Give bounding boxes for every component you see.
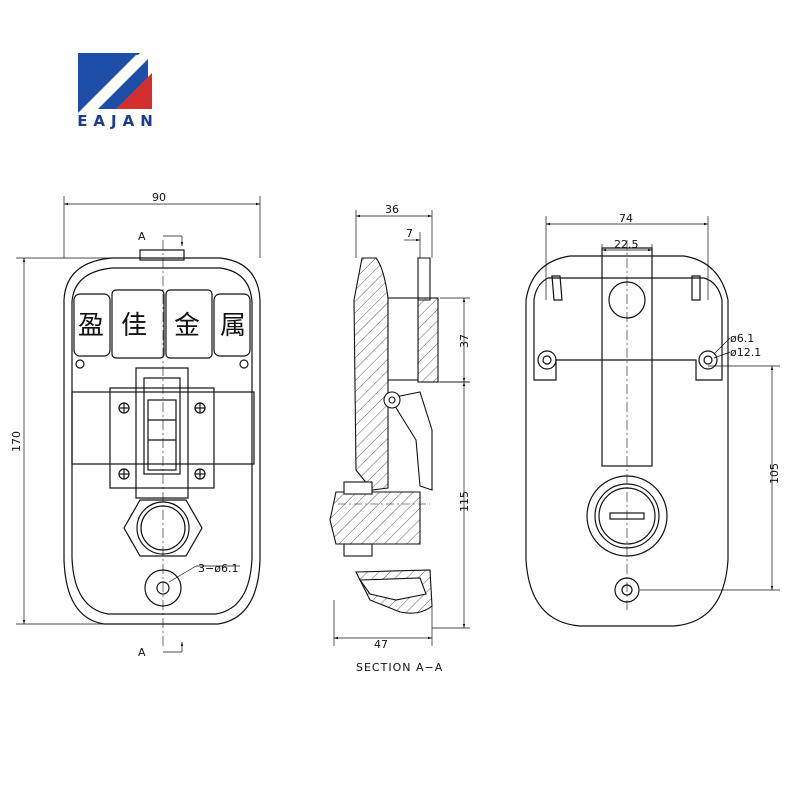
front-width-dim: 90 [152,191,166,204]
eajan-logo-icon [78,53,152,113]
front-view [63,240,261,646]
back-width-dim: 74 [619,212,633,225]
section-small-dim: 7 [406,227,413,240]
back-height-dim: 105 [768,463,781,484]
char-2: 佳 [121,311,147,341]
section-top-dim: 36 [385,203,399,216]
back-hole-small-dim: ø6.1 [730,332,754,345]
section-caption: SECTION A−A [356,661,443,674]
section-bottom-dim: 47 [374,638,388,651]
char-4: 属 [220,311,246,341]
section-label-top: A [138,230,146,243]
brand-name: EAJAN [77,112,159,130]
back-inner-dim: 22.5 [614,238,639,251]
front-height-dim: 170 [10,431,23,452]
back-hole-large-dim: ø12.1 [730,346,761,359]
section-label-bottom: A [138,646,146,659]
hole-note: 3−ø6.1 [198,562,238,575]
back-view [525,240,729,627]
section-tall-dim: 115 [458,491,471,512]
section-mid-dim: 37 [458,334,471,348]
section-view [329,257,439,614]
char-3: 金 [174,311,200,341]
char-1: 盈 [78,311,104,341]
